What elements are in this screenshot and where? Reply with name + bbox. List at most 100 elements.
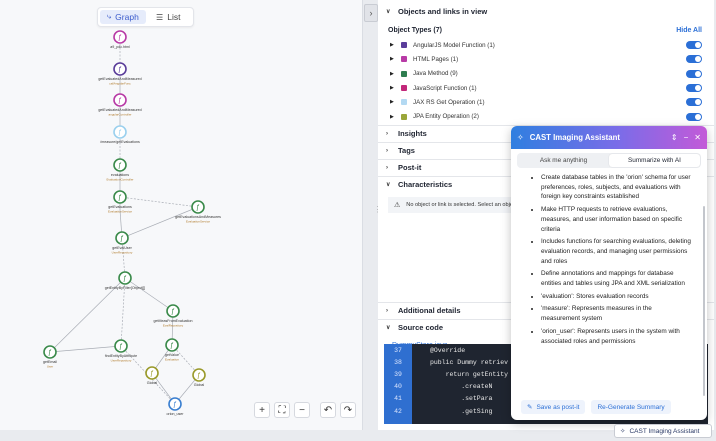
chevron-right-icon: › xyxy=(386,147,388,154)
zoom-out-button[interactable]: − xyxy=(294,402,310,418)
caret-right-icon[interactable]: ▶ xyxy=(390,113,394,120)
assistant-tabs: Ask me anything Summarize with AI xyxy=(517,153,701,168)
type-color-swatch xyxy=(401,99,407,106)
type-color-swatch xyxy=(401,42,407,49)
undo-button[interactable]: ↶ xyxy=(320,402,336,418)
visibility-toggle[interactable] xyxy=(686,84,702,93)
code-line: .getSing xyxy=(430,407,493,415)
graph-toolbar: + ⛶ − ↶ ↷ ▦ xyxy=(254,402,362,418)
assistant-header[interactable]: ✧ CAST Imaging Assistant ⇕ − ✕ xyxy=(511,126,707,149)
close-icon[interactable]: ✕ xyxy=(694,133,701,142)
object-type-label: JAX RS Get Operation (1) xyxy=(413,98,485,106)
graph-edge[interactable] xyxy=(124,277,174,312)
caret-right-icon[interactable]: ▶ xyxy=(390,56,394,63)
graph-edge[interactable] xyxy=(120,277,126,347)
node-sublabel: angularController xyxy=(108,113,131,117)
node-sublabel: EvaluationService xyxy=(186,220,210,224)
tab-summarize-with-ai[interactable]: Summarize with AI xyxy=(609,154,700,167)
visibility-toggle[interactable] xyxy=(686,41,702,50)
call-graph[interactable]: ƒa9_pdc.html ƒgetEvaluatedAndMeasuredcall… xyxy=(0,0,363,430)
visibility-toggle[interactable] xyxy=(686,98,702,107)
node-label: Global xyxy=(194,383,205,387)
caret-right-icon[interactable]: ▶ xyxy=(390,99,394,106)
objects-section-header[interactable]: ∨ Objects and links in view xyxy=(386,6,488,16)
node-label: findEntityByAttribute xyxy=(105,354,137,358)
zoom-in-button[interactable]: + xyxy=(254,402,270,418)
function-icon: ƒ xyxy=(120,236,124,243)
tab-ask-me-anything[interactable]: Ask me anything xyxy=(539,157,588,164)
minimize-icon[interactable]: − xyxy=(683,133,689,142)
code-line: .createN xyxy=(430,383,493,391)
tab-graph[interactable]: ⤷ Graph xyxy=(100,10,146,24)
save-as-postit-button[interactable]: ✎ Save as post-it xyxy=(521,400,586,414)
insights-section-header[interactable]: ›Insights xyxy=(386,129,427,139)
chevron-right-icon: › xyxy=(386,307,388,314)
object-type-row[interactable]: ▶HTML Pages (1) xyxy=(378,52,714,66)
summary-bullet: Create database tables in the 'orion' sc… xyxy=(541,173,691,202)
visibility-toggle[interactable] xyxy=(686,112,702,121)
object-type-row[interactable]: ▶ JAX RS Get Operation (1) xyxy=(378,95,714,109)
graph-node[interactable]: ƒgetEvaluationsAndMeasuresEvaluationServ… xyxy=(175,200,221,224)
object-type-row[interactable]: ▶JavaScript Function (1) xyxy=(378,81,714,95)
tab-list[interactable]: ☰ List xyxy=(156,12,181,22)
collapse-panel-button[interactable]: › xyxy=(364,4,378,22)
assistant-launcher-button[interactable]: ✧ CAST Imaging Assistant xyxy=(614,424,712,438)
chevron-down-icon: ∨ xyxy=(386,182,391,189)
visibility-toggle[interactable] xyxy=(686,69,702,78)
object-types-list: ▶AngularJS Model Function (1)▶HTML Pages… xyxy=(378,38,714,124)
regenerate-summary-button[interactable]: Re-Generate Summary xyxy=(591,400,671,414)
object-type-row[interactable]: ▶JPA Entity Operation (2) xyxy=(378,109,714,123)
caret-right-icon[interactable]: ▶ xyxy=(390,70,394,77)
caret-right-icon[interactable]: ▶ xyxy=(390,85,394,92)
view-toggle: ⤷ Graph ☰ List xyxy=(97,7,194,27)
redo-button[interactable]: ↷ xyxy=(340,402,356,418)
summary-bullet: 'evaluation': Stores evaluation records xyxy=(541,292,691,302)
source-code-section-header[interactable]: ∨Source code xyxy=(386,323,444,333)
type-color-swatch xyxy=(401,56,407,63)
graph-node[interactable]: ƒ/measure/getEvaluations xyxy=(100,125,140,144)
function-icon: ƒ xyxy=(170,343,174,350)
object-type-row[interactable]: ▶AngularJS Model Function (1) xyxy=(378,38,714,52)
graph-edge[interactable] xyxy=(119,196,199,208)
node-sublabel: Evaluation xyxy=(165,358,179,362)
line-number: 40 xyxy=(394,383,402,391)
postit-section-header[interactable]: ›Post-it xyxy=(386,163,422,173)
function-icon: ƒ xyxy=(196,205,200,212)
summary-scrollbar[interactable] xyxy=(703,206,705,396)
code-line: public Dummy retriev xyxy=(430,358,509,366)
function-icon: ƒ xyxy=(118,98,122,105)
additional-details-section-header[interactable]: ›Additional details xyxy=(386,306,461,316)
graph-edge[interactable] xyxy=(121,206,199,239)
fit-view-button[interactable]: ⛶ xyxy=(274,402,290,418)
summary-bullet: Define annotations and mappings for data… xyxy=(541,269,691,288)
tags-section-header[interactable]: ›Tags xyxy=(386,146,415,156)
graph-edge[interactable] xyxy=(49,277,126,353)
line-number: 39 xyxy=(394,370,402,378)
node-label: getEvaluatedAndMeasured xyxy=(98,108,141,112)
caret-right-icon[interactable]: ▶ xyxy=(390,42,394,49)
expand-icon[interactable]: ⇕ xyxy=(670,133,678,142)
graph-node[interactable]: ƒa9_pdc.html xyxy=(110,30,130,49)
object-type-row[interactable]: ▶Java Method (9) xyxy=(378,67,714,81)
characteristics-section-header[interactable]: ∨Characteristics xyxy=(386,180,453,190)
summary-bullet: 'orion_user': Represents users in the sy… xyxy=(541,327,691,346)
graph-edge[interactable] xyxy=(49,345,122,353)
hide-all-button[interactable]: Hide All xyxy=(676,26,702,34)
graph-node[interactable]: ƒ getEvaluatedAndMeasuredangularControlle… xyxy=(98,93,142,117)
visibility-toggle[interactable] xyxy=(686,55,702,64)
